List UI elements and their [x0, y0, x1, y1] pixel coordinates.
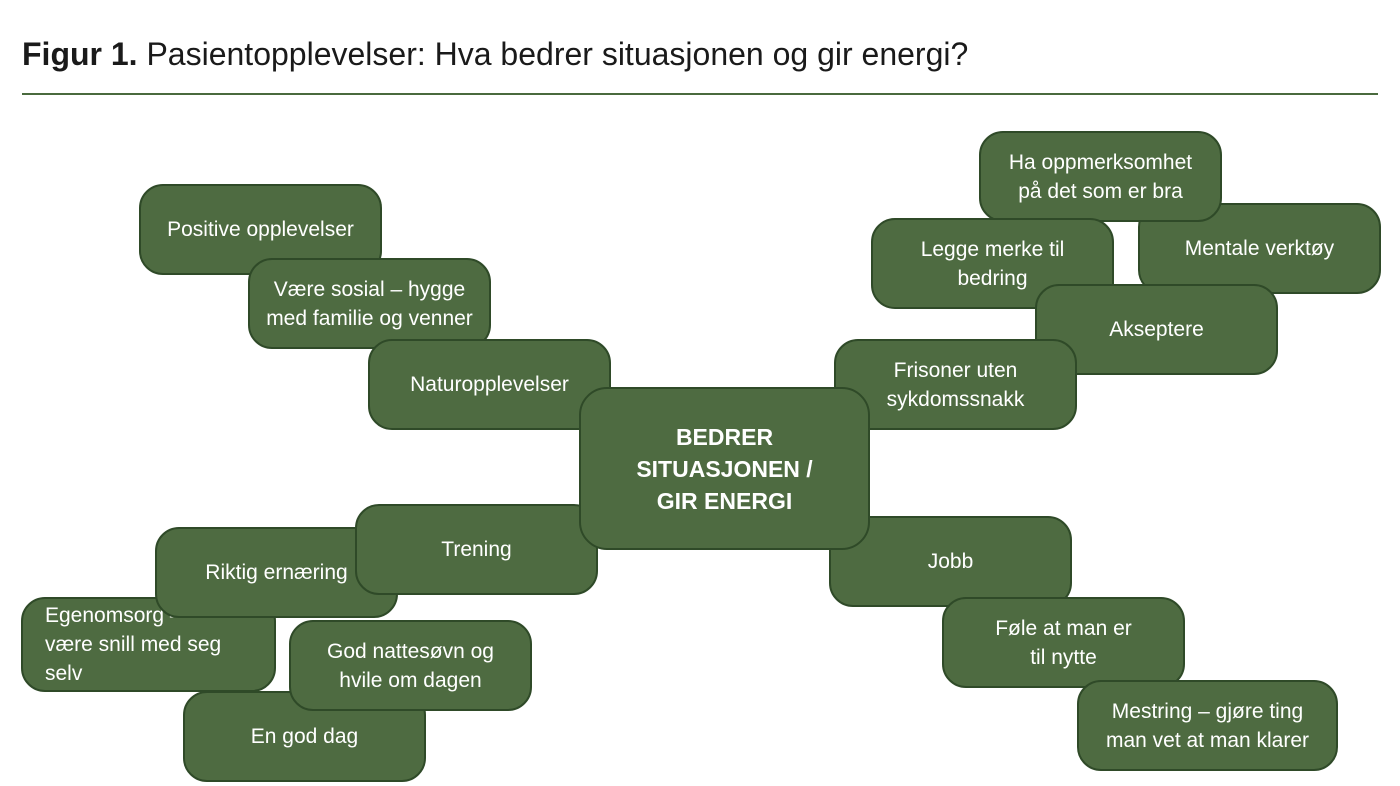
node-frisoner: Frisoner uten sykdomssnakk [834, 339, 1077, 430]
node-label: Trening [441, 538, 512, 561]
node-jobb: Jobb [829, 516, 1072, 607]
figure-number: Figur 1. [22, 36, 138, 72]
node-label: Naturopplevelser [410, 373, 569, 396]
node-label: Ha oppmerksomhet på det som er bra [1008, 150, 1193, 203]
node-label: Mestring – gjøre ting man vet at man kla… [1105, 699, 1310, 752]
center-node: BEDRER SITUASJONEN / GIR ENERGI [579, 387, 870, 550]
node-label: Positive opplevelser [167, 218, 354, 241]
node-label: En god dag [250, 725, 359, 748]
node-label: Akseptere [1109, 318, 1204, 341]
node-label: God nattesøvn og hvile om dagen [327, 639, 494, 692]
node-label: Riktig ernæring [205, 561, 348, 584]
node-label: Jobb [927, 550, 974, 573]
center-node-label: BEDRER SITUASJONEN / GIR ENERGI [636, 423, 813, 514]
node-god-nattesovn: God nattesøvn og hvile om dagen [289, 620, 532, 711]
node-label: Mentale verktøy [1184, 237, 1335, 260]
node-fole-til-nytte: Føle at man er til nytte [942, 597, 1185, 688]
figure-title: Figur 1. Pasientopplevelser: Hva bedrer … [22, 34, 968, 74]
node-trening: Trening [355, 504, 598, 595]
title-divider [22, 93, 1378, 95]
node-ha-oppmerksomhet: Ha oppmerksomhet på det som er bra [979, 131, 1222, 222]
node-vaere-sosial: Være sosial – hygge med familie og venne… [248, 258, 491, 349]
node-label: Være sosial – hygge med familie og venne… [266, 277, 473, 330]
node-mestring: Mestring – gjøre ting man vet at man kla… [1077, 680, 1338, 771]
node-label: Føle at man er til nytte [995, 616, 1132, 669]
node-naturopplevelser: Naturopplevelser [368, 339, 611, 430]
node-label: Frisoner uten sykdomssnakk [886, 358, 1025, 411]
node-label: Legge merke til bedring [920, 237, 1065, 290]
figure-title-text: Pasientopplevelser: Hva bedrer situasjon… [146, 36, 969, 72]
